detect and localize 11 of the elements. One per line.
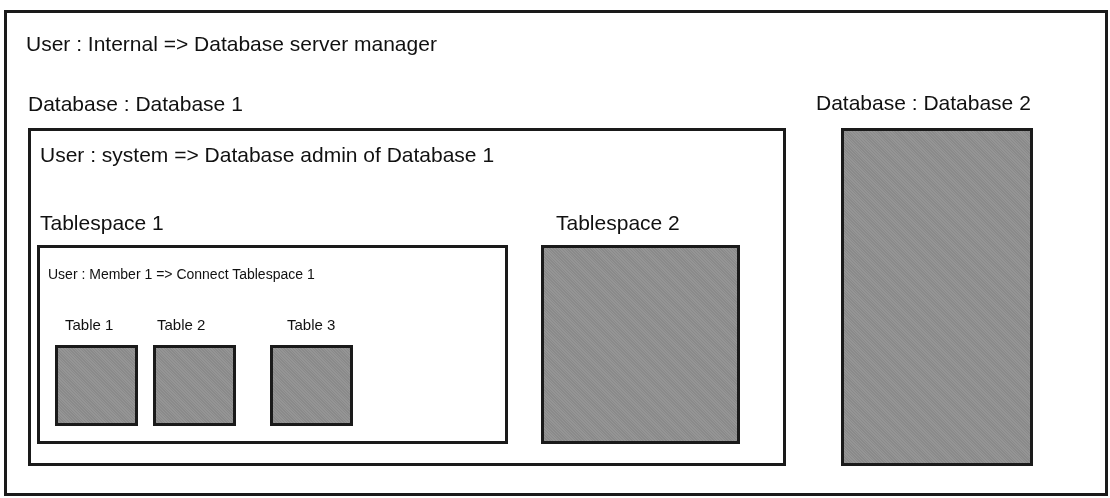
heading: Table 2 bbox=[157, 316, 206, 334]
user-label: User : Member 1 => Connect Tablespace 1 bbox=[48, 266, 315, 283]
heading: Table 3 bbox=[287, 316, 336, 334]
heading: Database : Database 2 bbox=[816, 91, 1031, 116]
heading: Database : Database 1 bbox=[28, 92, 243, 117]
heading: Tablespace 1 bbox=[40, 211, 164, 236]
heading: Table 1 bbox=[65, 316, 114, 334]
server-frame bbox=[4, 10, 1108, 496]
heading: Tablespace 2 bbox=[556, 211, 680, 236]
user-label: User : system => Database admin of Database 1 bbox=[40, 143, 495, 168]
heading: User : Internal => Database server manager bbox=[26, 32, 437, 57]
